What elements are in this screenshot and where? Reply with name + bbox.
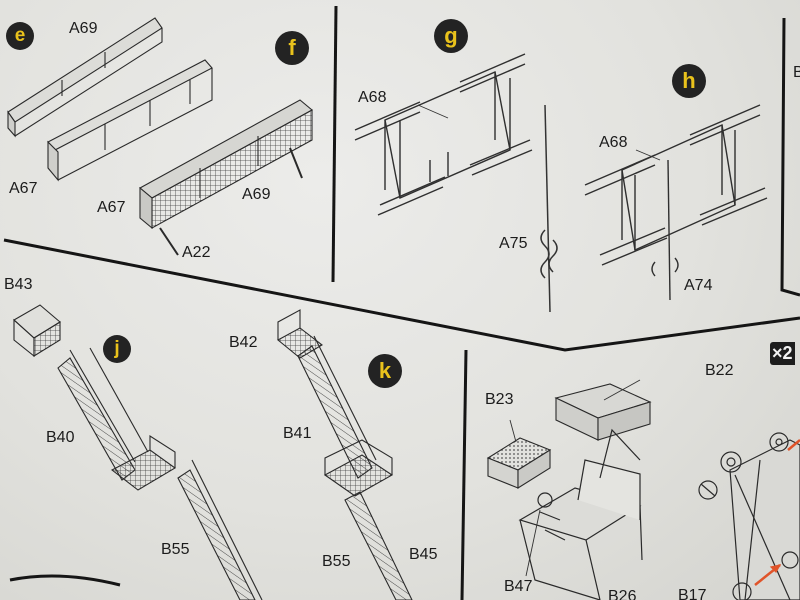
lattice-frame-g — [354, 53, 533, 216]
part-label-b55-left: B55 — [161, 541, 190, 558]
grated-panel-assembly — [139, 99, 313, 256]
part-label-b17: B17 — [678, 587, 707, 600]
panel-a67-drawing — [47, 59, 213, 182]
lattice-frame-h — [584, 104, 768, 301]
part-label-b23: B23 — [485, 391, 514, 408]
quantity-badge: ×2 — [770, 342, 795, 365]
step-badge-k: k — [368, 354, 402, 388]
part-label-b41: B41 — [283, 425, 312, 442]
part-label-a75: A75 — [499, 235, 528, 252]
part-label-b45: B45 — [409, 546, 438, 563]
panel-a69-drawing — [7, 17, 163, 138]
block-b22 — [554, 383, 652, 441]
section-dividers — [3, 5, 800, 600]
step-badge-j: j — [103, 335, 131, 363]
ladder-piece-a75 — [540, 104, 558, 313]
frame-b47-b26 — [518, 428, 643, 600]
part-label-b43: B43 — [4, 276, 33, 293]
stairs-b55-left — [177, 459, 263, 600]
part-label-b22: B22 — [705, 362, 734, 379]
step-badge-h: h — [672, 64, 706, 98]
part-label-b26: B26 — [608, 588, 637, 600]
part-label-a67-left: A67 — [9, 180, 38, 197]
part-label-a68-h: A68 — [599, 134, 628, 151]
wheel-assembly — [698, 432, 800, 600]
platform-b43 — [13, 304, 61, 358]
step-badge-f: f — [275, 31, 309, 65]
part-label-a67-mid: A67 — [97, 199, 126, 216]
step-badge-g: g — [434, 19, 468, 53]
step-badge-e: e — [6, 22, 34, 50]
part-label-b40: B40 — [46, 429, 75, 446]
part-label-b55-right: B55 — [322, 553, 351, 570]
part-label-a69-mid: A69 — [242, 186, 271, 203]
stair-tower-k — [277, 309, 413, 600]
part-label-edge-b: B — [793, 64, 800, 81]
part-label-a22: A22 — [182, 244, 211, 261]
part-label-b42: B42 — [229, 334, 258, 351]
part-label-a69-top: A69 — [69, 20, 98, 37]
leader-lines — [417, 104, 661, 577]
part-label-b47: B47 — [504, 578, 533, 595]
part-label-a74: A74 — [684, 277, 713, 294]
block-b23 — [486, 437, 552, 489]
part-label-a68-g: A68 — [358, 89, 387, 106]
stairs-b40 — [57, 347, 177, 491]
